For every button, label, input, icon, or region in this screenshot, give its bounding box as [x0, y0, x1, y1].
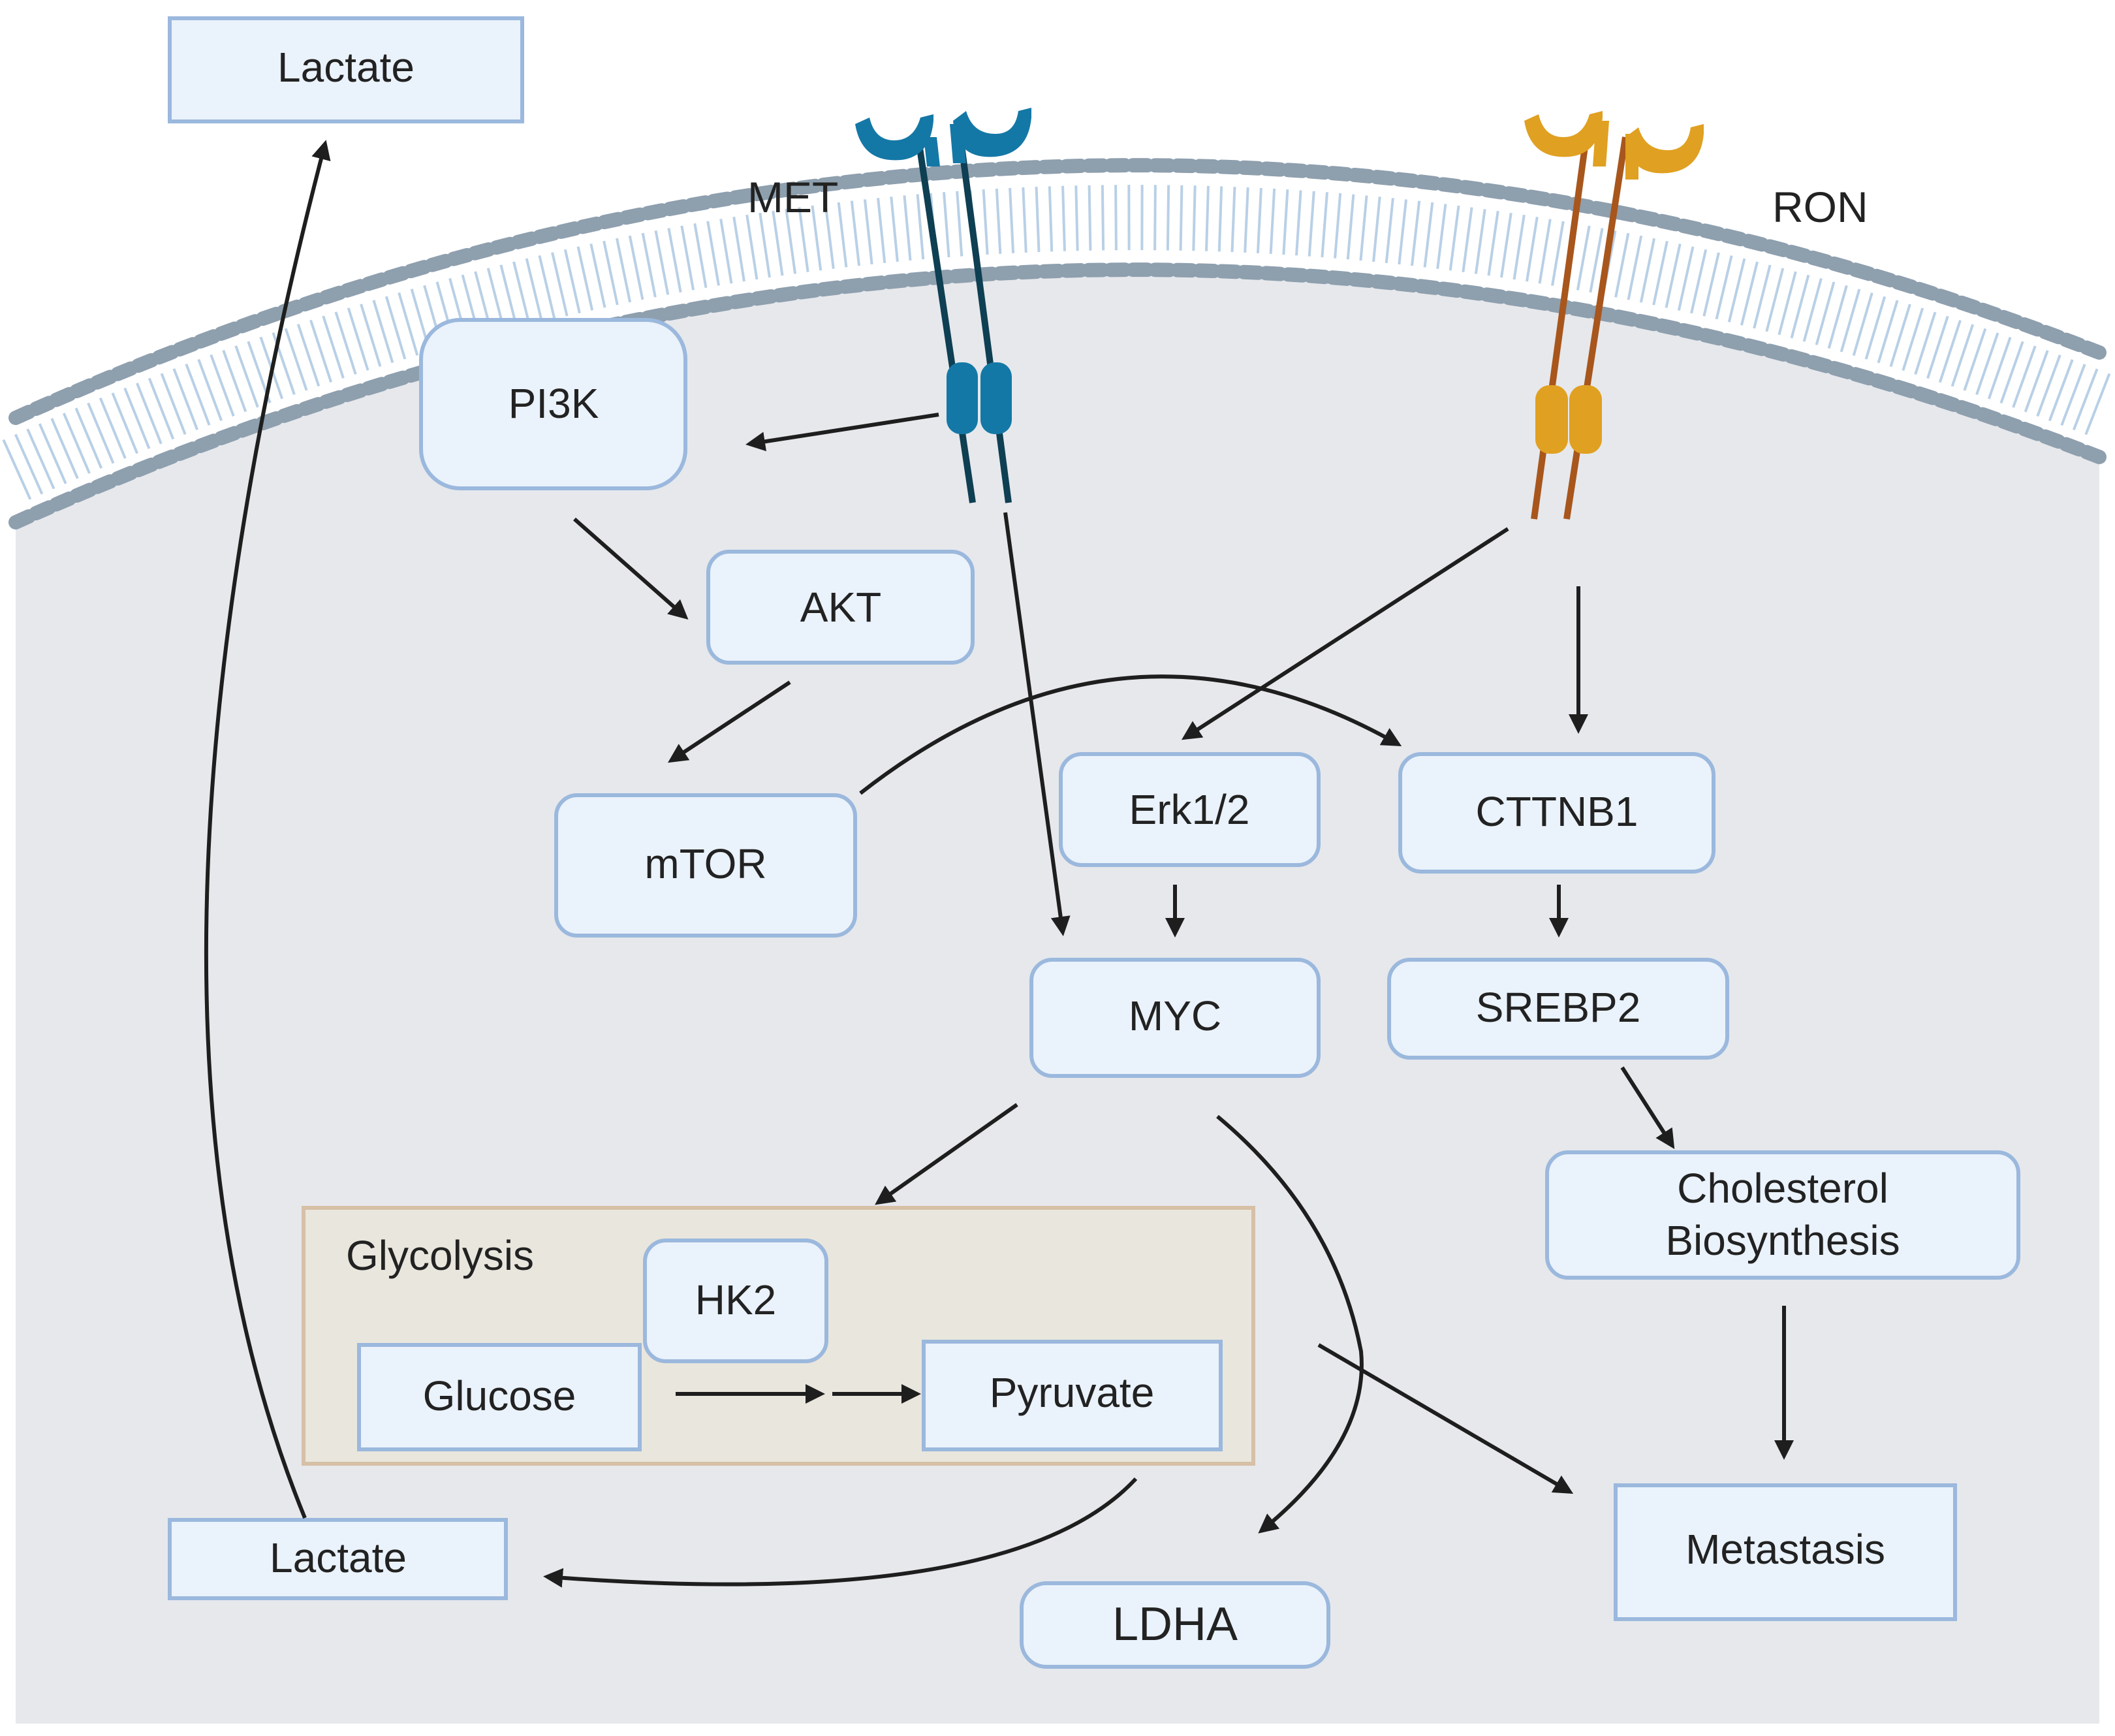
glucose-label: Glucose — [423, 1372, 576, 1419]
cttnb1-node: CTTNB1 — [1398, 752, 1716, 874]
cholesterol-label-line1: Cholesterol — [1677, 1165, 1888, 1212]
pi3k-node: PI3K — [419, 318, 687, 490]
lactate-inside-node: Lactate — [168, 1518, 508, 1600]
cholesterol-biosynthesis-node: Cholesterol Biosynthesis — [1545, 1150, 2020, 1280]
pi3k-label: PI3K — [509, 380, 599, 427]
glycolysis-label: Glycolysis — [346, 1232, 534, 1279]
lactate-inside-label: Lactate — [270, 1534, 407, 1581]
srebp2-node: SREBP2 — [1387, 958, 1729, 1060]
arrow-met-to-myc — [1003, 512, 1071, 936]
lactate-outside-label: Lactate — [277, 44, 415, 91]
met-receptor — [855, 108, 1031, 503]
ron-receptor — [1524, 111, 1704, 520]
ron-label: RON — [1772, 183, 1868, 231]
arrow-pi3k-to-akt — [573, 517, 689, 620]
erk-node: Erk1/2 — [1059, 752, 1321, 867]
metastasis-label: Metastasis — [1685, 1526, 1885, 1573]
ldha-node: LDHA — [1020, 1581, 1330, 1669]
akt-node: AKT — [706, 550, 975, 665]
srebp2-label: SREBP2 — [1476, 984, 1641, 1031]
glucose-node: Glucose — [357, 1343, 642, 1451]
cholesterol-label-line2: Biosynthesis — [1665, 1217, 1900, 1264]
cell-membrane — [2, 158, 2112, 529]
arrow-lactate-export — [204, 140, 331, 1519]
myc-node: MYC — [1029, 958, 1321, 1078]
metastasis-node: Metastasis — [1614, 1483, 1957, 1621]
arrows — [204, 140, 1794, 1588]
hk2-node: HK2 — [643, 1239, 828, 1363]
arrow-srebp2-to-cholesterol — [1620, 1066, 1675, 1150]
mtor-node: mTOR — [554, 793, 857, 938]
arrow-ron-to-erk — [1181, 527, 1509, 740]
akt-label: AKT — [800, 584, 881, 631]
arrow-pyruvate-to-lactate — [543, 1477, 1138, 1588]
arrow-met-to-pi3k — [745, 413, 939, 452]
arrow-myc-to-ldha — [1216, 1114, 1364, 1534]
arrow-myc-to-glycolysis — [875, 1103, 1018, 1205]
erk-label: Erk1/2 — [1129, 786, 1250, 833]
arrow-glycolysis-to-metastasis — [1317, 1343, 1574, 1494]
arrow-akt-to-mtor — [667, 680, 791, 763]
hk2-label: HK2 — [695, 1276, 777, 1323]
cttnb1-label: CTTNB1 — [1476, 788, 1638, 835]
met-label: MET — [747, 173, 838, 221]
pyruvate-node: Pyruvate — [922, 1340, 1223, 1451]
pyruvate-label: Pyruvate — [990, 1369, 1155, 1416]
ldha-label: LDHA — [1112, 1598, 1238, 1650]
mtor-label: mTOR — [644, 840, 766, 887]
arrow-mtor-to-cttnb1 — [859, 674, 1402, 795]
lactate-outside-node: Lactate — [168, 16, 524, 123]
myc-label: MYC — [1129, 992, 1221, 1039]
